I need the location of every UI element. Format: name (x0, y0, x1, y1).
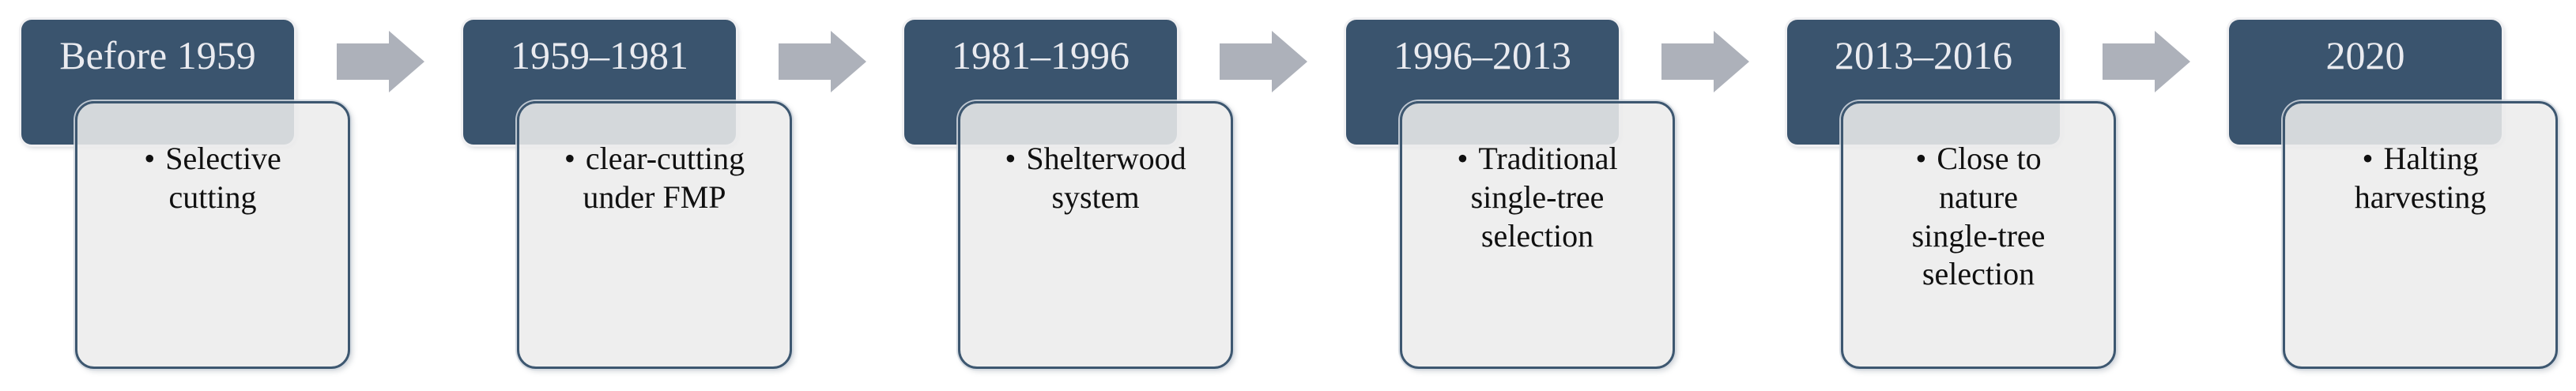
bullet-glyph: • (1005, 141, 1016, 176)
practice-text: •Halting harvesting (2285, 103, 2555, 217)
timeline-stage-2: 1959–1981 •clear-cutting under FMP (463, 0, 906, 391)
arrow-right-icon (2103, 30, 2191, 93)
practice-text: •Close to nature single-tree selection (1843, 103, 2114, 294)
bullet-glyph: • (1915, 141, 1927, 176)
timeline-stage-6: 2020 •Halting harvesting (2229, 0, 2576, 391)
era-label: 1959–1981 (511, 33, 688, 77)
practice-label: Halting harvesting (2354, 141, 2487, 215)
era-header: 1959–1981 (463, 20, 736, 145)
practice-label: Shelterwood system (1026, 141, 1186, 215)
bullet-glyph: • (144, 141, 156, 176)
timeline-stage-5: 2013–2016 •Close to nature single-tree s… (1787, 0, 2230, 391)
timeline-stage-3: 1981–1996 • Shelterwood system (904, 0, 1347, 391)
practice-label: clear-cutting under FMP (583, 141, 745, 215)
arrow-right-icon (337, 30, 425, 93)
practice-card: • Selective cutting (75, 101, 350, 369)
bullet-glyph: • (564, 141, 575, 176)
bullet-glyph: • (2362, 141, 2374, 176)
era-label: 2020 (2325, 33, 2405, 77)
era-label: 1996–2013 (1394, 33, 1571, 77)
timeline-stage-1: Before 1959 • Selective cutting (21, 0, 464, 391)
practice-label: Selective cutting (165, 141, 281, 215)
timeline-stage-4: 1996–2013 •Traditional single-tree selec… (1346, 0, 1789, 391)
practice-text: •clear-cutting under FMP (519, 103, 790, 217)
practice-text: • Selective cutting (77, 103, 348, 217)
era-label: 1981–1996 (952, 33, 1130, 77)
practice-label: Traditional single-tree selection (1470, 141, 1618, 254)
arrow-right-icon (779, 30, 867, 93)
practice-card: • Shelterwood system (958, 101, 1233, 369)
arrow-right-icon (1220, 30, 1308, 93)
era-label: Before 1959 (59, 33, 256, 77)
practice-card: •Traditional single-tree selection (1400, 101, 1675, 369)
arrow-right-icon (1661, 30, 1750, 93)
bullet-glyph: • (1457, 141, 1469, 176)
practice-card: •Close to nature single-tree selection (1841, 101, 2116, 369)
practice-label: Close to nature single-tree selection (1911, 141, 2046, 292)
practice-text: • Shelterwood system (960, 103, 1231, 217)
practice-text: •Traditional single-tree selection (1402, 103, 1673, 255)
practice-card: •clear-cutting under FMP (517, 101, 792, 369)
era-label: 2013–2016 (1835, 33, 2012, 77)
practice-card: •Halting harvesting (2283, 101, 2558, 369)
